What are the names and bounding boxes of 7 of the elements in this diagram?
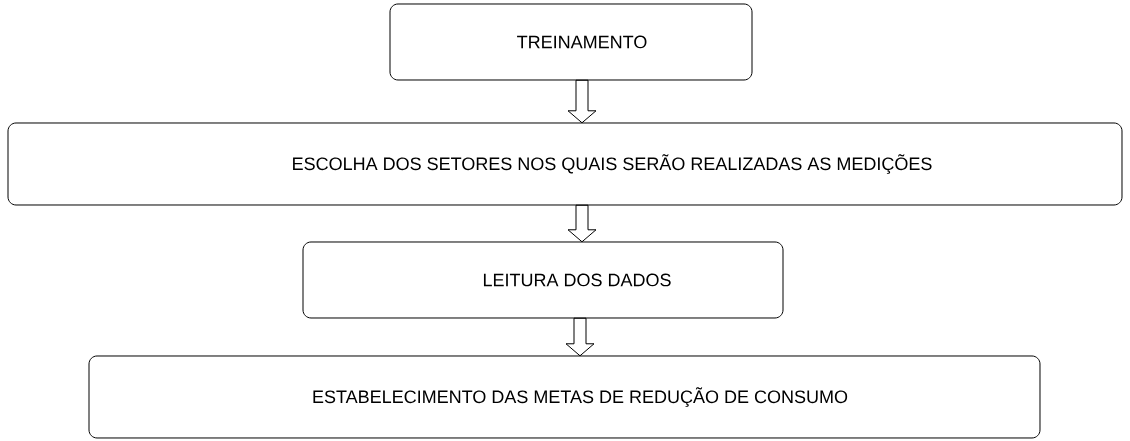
block-arrow — [565, 317, 595, 357]
process-box: LEITURA DOS DADOS — [302, 241, 784, 319]
block-arrow — [567, 79, 597, 124]
process-box: TREINAMENTO — [389, 3, 753, 81]
block-arrow — [567, 204, 597, 243]
process-box: ESTABELECIMENTO DAS METAS DE REDUÇÃO DE CONSUMO — [88, 355, 1041, 439]
process-box: ESCOLHA DOS SETORES NOS QUAIS SERÃO REALIZADAS AS MEDIÇÕES — [7, 122, 1123, 206]
